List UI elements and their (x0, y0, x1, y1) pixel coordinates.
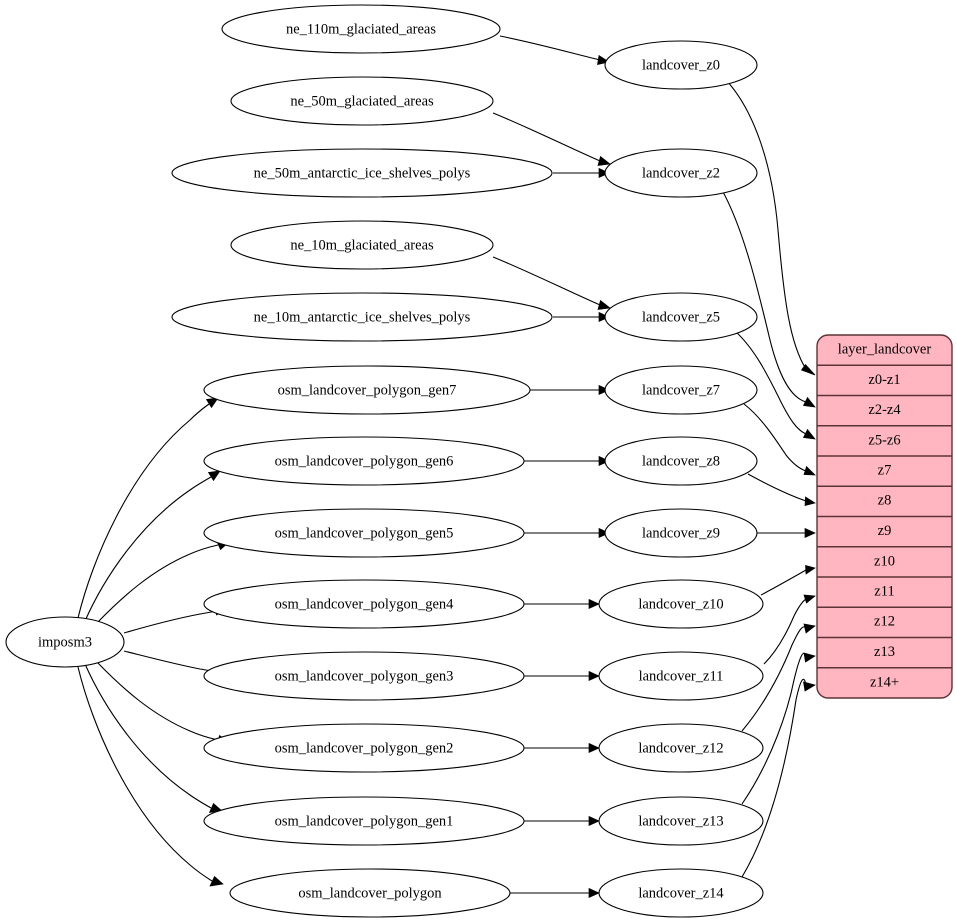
edge-ne10ice-to-z5 (553, 311, 610, 323)
edge-ne50ice-to-z2 (553, 167, 610, 179)
node-label: landcover_z13 (638, 813, 723, 829)
edge-imposm3-to-gen5 (95, 540, 229, 625)
node-landcover-z9[interactable]: landcover_z9 (604, 508, 758, 558)
edge-gen2-to-z12 (524, 742, 600, 754)
node-label: osm_landcover_polygon_gen6 (275, 453, 454, 469)
edge-z13-to-row-z13 (741, 652, 816, 805)
node-landcover-z11[interactable]: landcover_z11 (598, 651, 764, 701)
node-landcover-z13[interactable]: landcover_z13 (598, 796, 764, 846)
layer-landcover-table[interactable]: layer_landcover z0-z1 z2-z4 z5-z6 z7 z8 … (816, 334, 953, 699)
node-landcover-z7[interactable]: landcover_z7 (604, 365, 758, 415)
edge-gen6-to-z8 (524, 455, 610, 467)
edge-gen1-to-z13 (524, 815, 600, 827)
edge-z7-to-row-z7 (743, 403, 816, 476)
node-label: ne_50m_glaciated_areas (290, 93, 434, 109)
table-row-z12[interactable]: z12 (874, 614, 895, 630)
node-label: landcover_z11 (639, 668, 724, 684)
node-label: ne_10m_glaciated_areas (290, 237, 434, 253)
node-landcover-z5[interactable]: landcover_z5 (604, 292, 758, 342)
node-landcover-z14[interactable]: landcover_z14 (598, 868, 764, 918)
edge-z11-to-row-z11 (763, 594, 816, 665)
node-label: osm_landcover_polygon (298, 885, 442, 901)
node-label: osm_landcover_polygon_gen1 (275, 813, 454, 829)
node-label: osm_landcover_polygon_gen3 (275, 668, 454, 684)
table-row-z5-z6[interactable]: z5-z6 (868, 432, 900, 448)
node-label: osm_landcover_polygon_gen5 (275, 525, 454, 541)
node-label: landcover_z2 (642, 165, 720, 181)
node-osm-landcover-polygon-gen7[interactable]: osm_landcover_polygon_gen7 (203, 365, 531, 415)
node-ne-50m-antarctic-ice-shelves-polys[interactable]: ne_50m_antarctic_ice_shelves_polys (171, 148, 553, 198)
edge-z2-to-row-z2z4 (721, 189, 816, 408)
edge-z10-to-row-z10 (760, 565, 816, 596)
node-osm-landcover-polygon-gen4[interactable]: osm_landcover_polygon_gen4 (203, 579, 525, 629)
node-label: landcover_z12 (638, 740, 723, 756)
edge-imposm3-to-gen7 (77, 397, 219, 619)
node-label: ne_10m_antarctic_ice_shelves_polys (254, 309, 471, 325)
node-label: landcover_z8 (642, 453, 720, 469)
edge-z0-to-row-z0z1 (725, 79, 816, 376)
table-row-z11[interactable]: z11 (874, 584, 894, 600)
node-landcover-z12[interactable]: landcover_z12 (598, 723, 764, 773)
node-ne-110m-glaciated-areas[interactable]: ne_110m_glaciated_areas (221, 4, 501, 54)
node-landcover-z10[interactable]: landcover_z10 (598, 579, 764, 629)
node-osm-landcover-polygon[interactable]: osm_landcover_polygon (229, 868, 511, 918)
node-osm-landcover-polygon-gen3[interactable]: osm_landcover_polygon_gen3 (203, 651, 525, 701)
node-osm-landcover-polygon-gen5[interactable]: osm_landcover_polygon_gen5 (203, 508, 525, 558)
node-landcover-z2[interactable]: landcover_z2 (604, 148, 758, 198)
table-row-z8[interactable]: z8 (878, 493, 892, 509)
node-label: ne_110m_glaciated_areas (286, 21, 436, 37)
edge-imposm3-to-gen6 (84, 470, 221, 622)
node-label: landcover_z0 (642, 57, 720, 73)
node-osm-landcover-polygon-gen6[interactable]: osm_landcover_polygon_gen6 (203, 436, 525, 486)
table-row-z2-z4[interactable]: z2-z4 (868, 402, 901, 418)
edge-z5-to-row-z5z6 (734, 330, 816, 440)
node-landcover-z0[interactable]: landcover_z0 (604, 40, 758, 90)
edge-z9-to-row-z9 (755, 527, 816, 539)
edge-layer (77, 35, 816, 899)
table-row-z9[interactable]: z9 (878, 523, 892, 539)
node-label: landcover_z7 (642, 382, 720, 398)
node-label: osm_landcover_polygon_gen2 (275, 740, 454, 756)
table-row-z10[interactable]: z10 (874, 553, 895, 569)
node-label: landcover_z14 (638, 885, 724, 901)
edge-ne50glac-to-z2 (492, 112, 611, 166)
node-osm-landcover-polygon-gen1[interactable]: osm_landcover_polygon_gen1 (203, 796, 525, 846)
edge-gen3-to-z11 (524, 670, 600, 682)
table-row-z0-z1[interactable]: z0-z1 (868, 372, 900, 388)
edge-z12-to-row-z12 (741, 623, 816, 732)
edge-polygon-to-z14 (509, 887, 600, 899)
edge-imposm3-to-gen1 (84, 663, 223, 813)
node-ne-10m-glaciated-areas[interactable]: ne_10m_glaciated_areas (230, 220, 494, 270)
edge-imposm3-to-polygon (77, 666, 224, 887)
node-label: landcover_z10 (638, 596, 723, 612)
node-label: landcover_z5 (642, 309, 720, 325)
node-label: ne_50m_antarctic_ice_shelves_polys (254, 165, 471, 181)
node-ne-10m-antarctic-ice-shelves-polys[interactable]: ne_10m_antarctic_ice_shelves_polys (171, 292, 553, 342)
node-osm-landcover-polygon-gen2[interactable]: osm_landcover_polygon_gen2 (203, 723, 525, 773)
node-ne-50m-glaciated-areas[interactable]: ne_50m_glaciated_areas (230, 76, 494, 126)
layer-landcover-table-title: layer_landcover (838, 341, 932, 357)
node-label: osm_landcover_polygon_gen7 (278, 382, 457, 398)
edge-gen4-to-z10 (524, 598, 600, 610)
table-row-z7[interactable]: z7 (878, 463, 892, 479)
table-row-z13[interactable]: z13 (874, 644, 895, 660)
node-label: osm_landcover_polygon_gen4 (275, 596, 455, 612)
node-landcover-z8[interactable]: landcover_z8 (604, 436, 758, 486)
edge-ne110-to-z0 (499, 35, 610, 65)
node-label: imposm3 (38, 634, 92, 650)
node-imposm3[interactable]: imposm3 (5, 616, 125, 668)
table-row-z14-plus[interactable]: z14+ (870, 674, 899, 690)
edge-gen7-to-z7 (530, 384, 610, 396)
edge-ne10glac-to-z5 (492, 256, 611, 310)
node-label: landcover_z9 (642, 525, 720, 541)
edge-gen5-to-z9 (524, 527, 610, 539)
edge-z8-to-row-z8 (747, 473, 816, 506)
edge-z14-to-row-z14plus (741, 678, 816, 878)
